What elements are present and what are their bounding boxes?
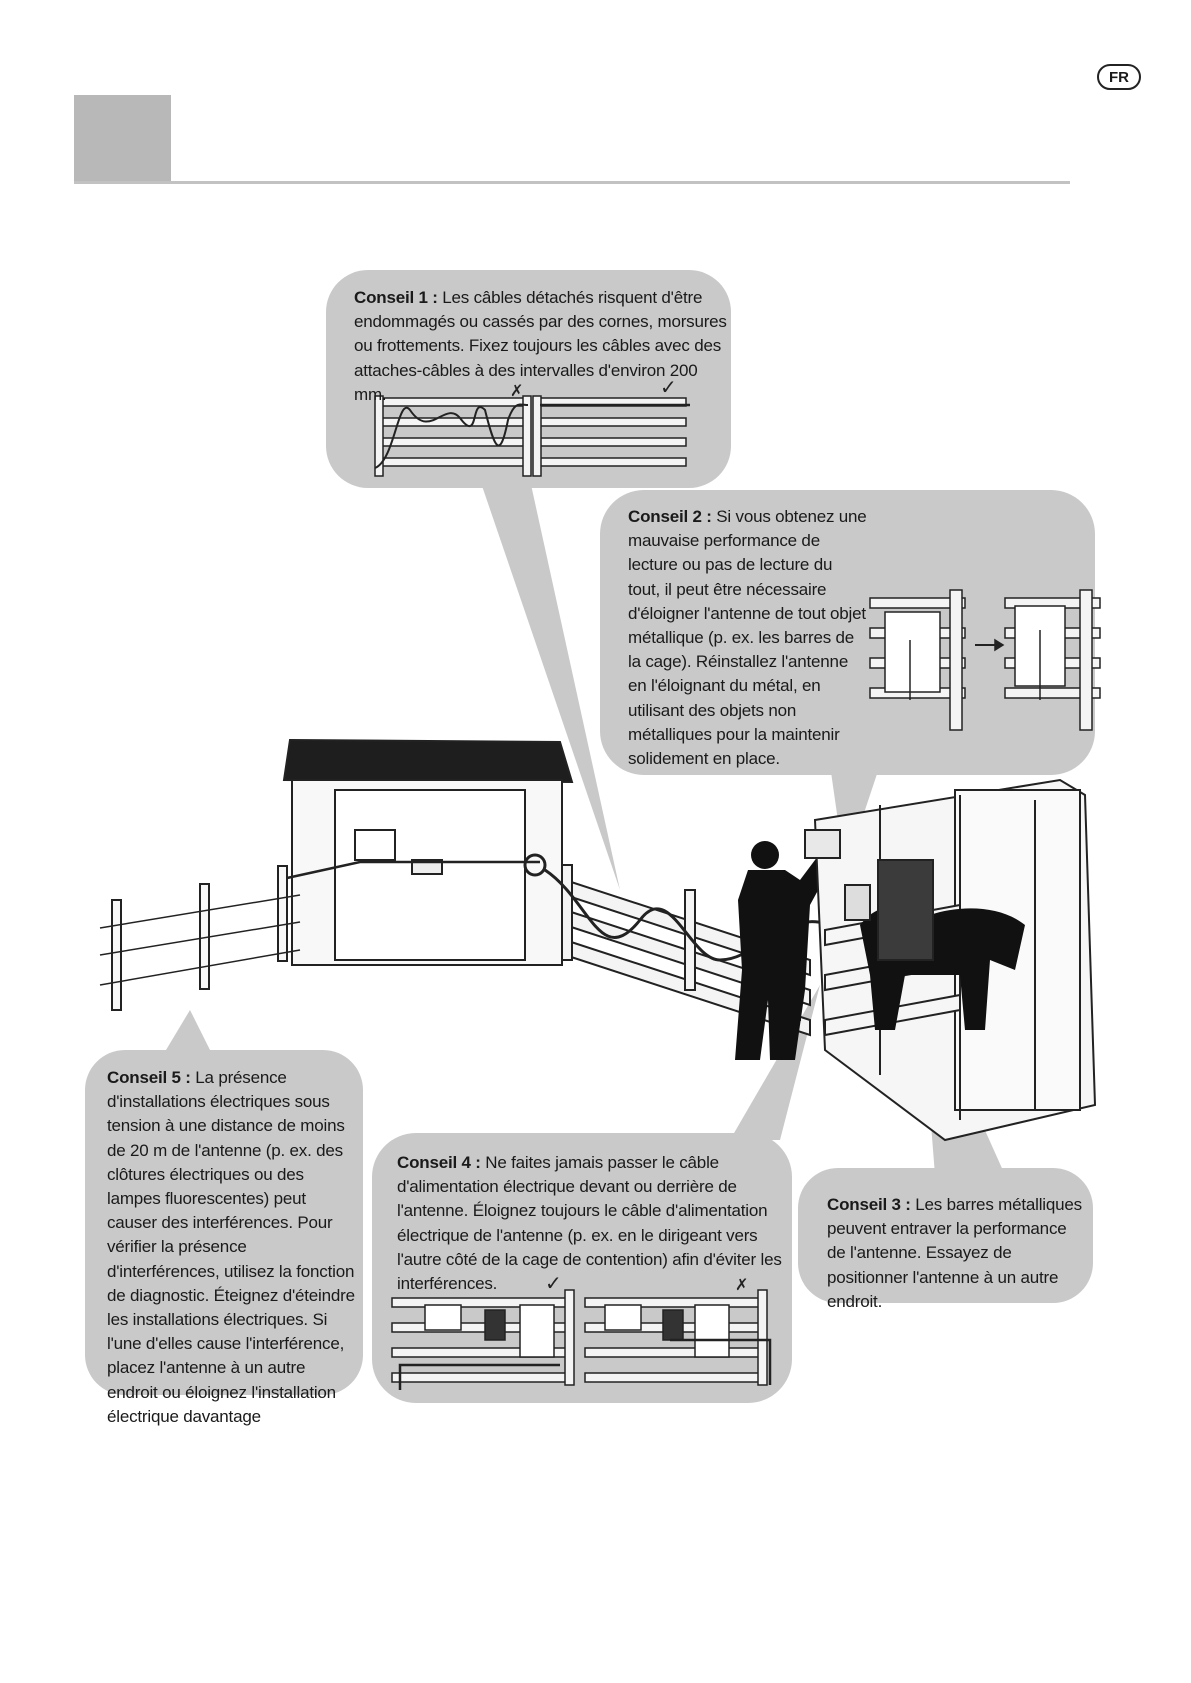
tip5-pointer [160,1010,215,1060]
tip4-inset [391,1289,772,1390]
tip3-label: Conseil 3 : [827,1195,911,1214]
tip1-bubble [326,270,731,488]
tip2-body: Si vous obtenez une mauvaise performance… [628,507,867,769]
tip4-text: Conseil 4 : Ne faites jamais passer le c… [397,1151,797,1296]
tip5-text: Conseil 5 : La présence d'installations … [107,1066,357,1429]
person-silhouette [735,840,840,1060]
tip4-label: Conseil 4 : [397,1153,481,1172]
tip2-label: Conseil 2 : [628,507,712,526]
tip3-body: Les barres métalliques peuvent entraver … [827,1195,1082,1311]
tip4-right-mark: ✓ [545,1271,562,1295]
header-rule [74,181,1070,184]
tip4-bubble [372,1133,792,1403]
tip1-wrong-mark: ✗ [510,381,523,400]
tip2-inset [869,589,1101,731]
tip5-bubble [85,1050,363,1395]
tip5-body: La présence d'installations électriques … [107,1068,355,1426]
left-fence [99,860,540,1011]
tip1-inset [374,395,690,477]
tip5-label: Conseil 5 : [107,1068,191,1087]
tip2-bubble [600,490,1095,775]
lang-badge: FR [1097,64,1141,90]
tip1-body: Les câbles détachés risquent d'être endo… [354,288,727,404]
shed [282,738,574,966]
cattle-crush [804,778,1097,1142]
tip4-wrong-mark: ✗ [735,1275,748,1294]
tip1-text: Conseil 1 : Les câbles détachés risquent… [354,286,734,407]
tip4-body: Ne faites jamais passer le câble d'alime… [397,1153,782,1294]
tip1-right-mark: ✓ [660,375,677,399]
tip3-bubble [798,1168,1093,1303]
tip1-pointer [480,480,620,890]
header-block [74,95,171,183]
tip2-text: Conseil 2 : Si vous obtenez une mauvaise… [628,505,868,771]
tip3-text: Conseil 3 : Les barres métalliques peuve… [827,1193,1087,1314]
tip1-label: Conseil 1 : [354,288,438,307]
